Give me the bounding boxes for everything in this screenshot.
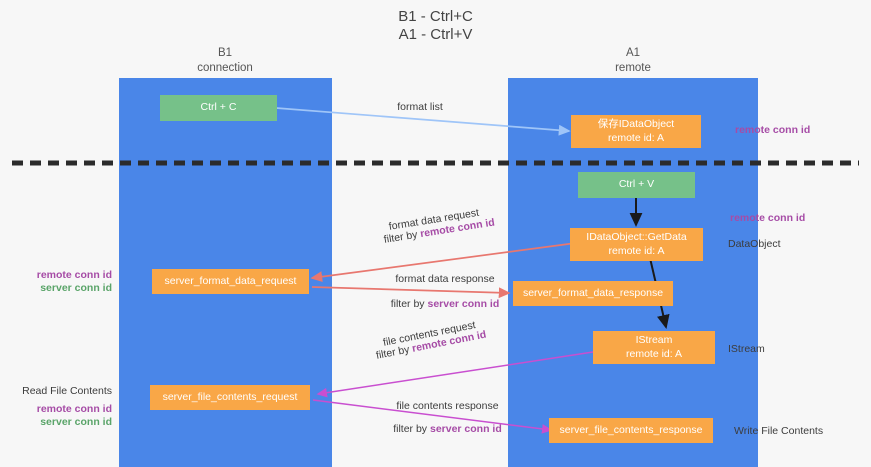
filter-key: server conn id [427,298,500,310]
annotation-left-mid-remote-conn-id: remote conn id [36,269,112,281]
edge-label-file-contents-response: file contents response [396,400,499,412]
node-idataobject-getdata[interactable]: IDataObject::GetData remote id: A [570,228,703,261]
annotation-left-mid-server-conn-id: server conn id [40,282,112,294]
node-server-file-contents-response-label: server_file_contents_response [559,423,703,436]
node-save-idataobject[interactable]: 保存IDataObject remote id: A [571,115,701,148]
annotation-left-bottom-remote-conn-id: remote conn id [36,403,112,415]
annotation-right-getdata-remote-conn-id: remote conn id [730,212,806,224]
filter-prefix: filter by [393,423,430,435]
edge-label-format-data-response-filter: filter by server conn id [365,298,525,310]
arrow-format-data-response [311,286,511,299]
node-getdata-line1: IDataObject::GetData [586,230,687,243]
filter-key: server conn id [429,423,502,435]
annotation-left-read-file-contents: Read File Contents [22,385,112,397]
node-server-format-data-request-label: server_format_data_request [164,274,297,287]
node-save-idataobject-line2: remote id: A [607,131,665,144]
node-server-format-data-response[interactable]: server_format_data_response [513,281,673,306]
node-server-file-contents-request[interactable]: server_file_contents_request [150,385,310,410]
edge-label-file-contents-response-filter: filter by server conn id [360,423,535,435]
column-header-b1-name: B1 [217,47,233,59]
node-istream-line1: IStream [635,333,673,346]
node-server-file-contents-response[interactable]: server_file_contents_response [549,418,713,443]
node-server-format-data-request[interactable]: server_format_data_request [152,269,309,294]
column-header-a1-name: A1 [625,47,641,59]
annotation-right-top-remote-conn-id: remote conn id [735,124,811,136]
edge-label-format-data-response: format data response [395,273,495,285]
column-header-b1-role: connection [197,62,253,74]
annotation-right-write-file-contents: Write File Contents [734,425,824,437]
node-server-file-contents-request-label: server_file_contents_request [162,390,298,403]
column-header-a1-role: remote [615,62,651,74]
node-ctrl-v[interactable]: Ctrl + V [578,172,695,198]
filter-prefix: filter by [390,298,428,310]
annotation-left-bottom-server-conn-id: server conn id [40,416,112,428]
annotation-right-dataobject: DataObject [728,238,781,250]
edge-label-format-list: format list [397,101,443,113]
annotation-right-istream: IStream [728,343,765,355]
node-ctrl-c[interactable]: Ctrl + C [160,95,277,121]
node-ctrl-c-label: Ctrl + C [200,101,237,114]
filter-prefix: filter by [375,342,414,362]
node-istream[interactable]: IStream remote id: A [593,331,715,364]
node-save-idataobject-line1: 保存IDataObject [597,117,675,130]
node-istream-line2: remote id: A [625,347,683,360]
node-getdata-line2: remote id: A [608,244,665,257]
node-ctrl-v-label: Ctrl + V [618,178,655,191]
node-server-format-data-response-label: server_format_data_response [522,286,664,299]
page-title-line2: A1 - Ctrl+V [398,26,473,43]
page-title-line1: B1 - Ctrl+C [398,8,473,25]
